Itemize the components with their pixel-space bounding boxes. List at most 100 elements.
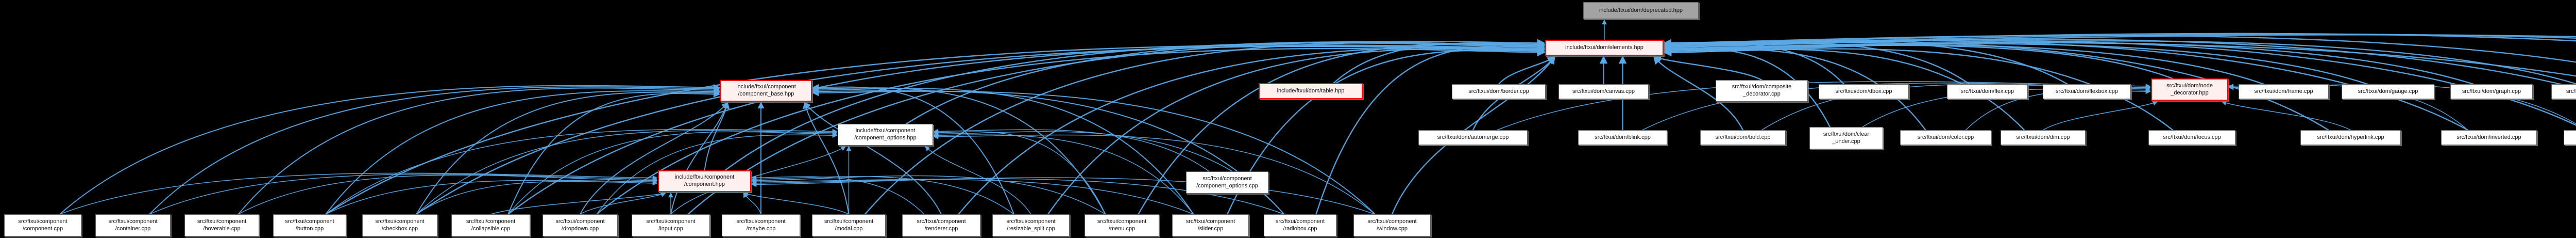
graph-node-c_component[interactable]: src/ftxui/component /component.cpp — [4, 214, 81, 236]
include-edge-c_checkbox-to-component_hpp — [416, 180, 658, 215]
graph-node-color[interactable]: src/ftxui/dom/color.cpp — [1900, 130, 1991, 145]
include-edge-c_component-to-component_base — [59, 84, 720, 215]
graph-node-c_container[interactable]: src/ftxui/component /container.cpp — [95, 214, 171, 236]
graph-node-c_checkbox[interactable]: src/ftxui/component /checkbox.cpp — [362, 214, 437, 236]
include-edge-c_checkbox-to-component_base — [416, 89, 720, 215]
include-edge-c_renderer-to-component_base — [804, 102, 942, 215]
include-edge-c_menu-to-elements — [1138, 40, 1546, 215]
graph-node-dim[interactable]: src/ftxui/dom/dim.cpp — [2001, 130, 2086, 145]
include-edge-c_radiobox-to-elements — [1315, 43, 1546, 215]
include-edge-c_collapsible-to-component_base — [507, 90, 720, 215]
include-edge-c_hoverable-to-component_base — [238, 87, 720, 215]
include-edge-c_modal-to-component_hpp — [743, 192, 850, 215]
include-edge-c_resizable_split-to-component_base — [812, 84, 1014, 215]
include-edge-linear_gradient-to-elements — [1663, 38, 2576, 89]
graph-node-clear_under[interactable]: src/ftxui/dom/clear _under.cpp — [1809, 127, 1883, 149]
include-edge-c_collapsible-to-component_hpp — [490, 191, 666, 215]
graph-node-c_maybe[interactable]: src/ftxui/component /maybe.cpp — [722, 214, 800, 236]
graph-node-composite[interactable]: src/ftxui/dom/composite _decorator.cpp — [1716, 80, 1808, 102]
include-edge-composite-to-elements — [1653, 55, 1762, 81]
graph-node-table_hpp[interactable]: include/ftxui/dom/table.hpp — [1259, 83, 1363, 99]
include-edge-c_button-to-component_base — [325, 88, 720, 215]
graph-node-blink[interactable]: src/ftxui/dom/blink.cpp — [1578, 130, 1667, 145]
graph-node-c_slider[interactable]: src/ftxui/component /slider.cpp — [1172, 214, 1249, 236]
graph-node-frame[interactable]: src/ftxui/dom/frame.cpp — [2239, 84, 2329, 99]
include-edge-c_menu-to-component_options_hpp — [933, 130, 1106, 215]
graph-node-canvas[interactable]: src/ftxui/dom/canvas.cpp — [1558, 84, 1649, 99]
include-edge-c_menu-to-component_hpp — [751, 175, 1106, 215]
include-edge-c_button-to-component_hpp — [325, 179, 658, 215]
include-edge-c_modal-to-component_base — [803, 102, 850, 215]
graph-node-c_collapsible[interactable]: src/ftxui/component /collapsible.cpp — [451, 214, 530, 236]
include-edge-c_radiobox-to-component_hpp — [751, 178, 1285, 215]
graph-node-automerge[interactable]: src/ftxui/dom/automerge.cpp — [1418, 130, 1528, 145]
include-edge-c_renderer-to-elements — [958, 44, 1546, 215]
include-edge-c_modal-to-elements — [864, 41, 1546, 215]
include-edge-c_window-to-component_options_hpp — [933, 134, 1376, 215]
include-edge-c_resizable_split-to-elements — [1047, 45, 1546, 215]
include-edge-c_button-to-component_options_hpp — [325, 129, 838, 215]
graph-node-c_button[interactable]: src/ftxui/component /button.cpp — [273, 214, 346, 236]
include-edge-c_button-to-elements — [325, 44, 1546, 215]
include-edge-c_slider-to-elements — [1227, 47, 1546, 215]
graph-node-bold[interactable]: src/ftxui/dom/bold.cpp — [1700, 130, 1786, 145]
include-edge-c_collapsible-to-component_options_hpp — [507, 131, 838, 215]
graph-node-italic[interactable]: src/ftxui/dom/italic.cpp — [2564, 130, 2576, 145]
include-edge-c_radiobox-to-component_base — [812, 88, 1285, 215]
graph-node-c_radiobox[interactable]: src/ftxui/component /radiobox.cpp — [1264, 214, 1336, 236]
graph-node-gauge[interactable]: src/ftxui/dom/gauge.cpp — [2342, 84, 2434, 99]
graph-node-border[interactable]: src/ftxui/dom/border.cpp — [1452, 84, 1546, 99]
graph-node-deprecated[interactable]: include/ftxui/dom/deprecated.hpp — [1583, 2, 1699, 19]
graph-node-c_window[interactable]: src/ftxui/component /window.cpp — [1353, 214, 1431, 236]
graph-node-graph_cpp[interactable]: src/ftxui/dom/graph.cpp — [2450, 84, 2533, 99]
graph-node-gridbox[interactable]: src/ftxui/dom/gridbox.cpp — [2551, 84, 2576, 99]
include-edge-c_window-to-component_base — [812, 89, 1376, 215]
include-edge-scroll_indicator-to-elements — [1663, 42, 2576, 77]
graph-node-inverted[interactable]: src/ftxui/dom/inverted.cpp — [2441, 130, 2537, 145]
include-edge-c_checkbox-to-component_options_hpp — [416, 130, 838, 215]
include-edge-component_hpp-to-component_base — [704, 102, 730, 171]
graph-node-flex[interactable]: src/ftxui/dom/flex.cpp — [1947, 84, 2028, 99]
include-edge-c_hoverable-to-component_hpp — [238, 174, 658, 215]
graph-node-component_options_cpp[interactable]: src/ftxui/component /component_options.c… — [1186, 171, 1268, 194]
include-edge-c_window-to-elements — [1391, 56, 1555, 215]
include-edge-component_options_cpp-to-component_options_hpp — [933, 129, 1210, 172]
include-edge-c_menu-to-component_base — [812, 85, 1106, 215]
graph-node-c_input[interactable]: src/ftxui/component /input.cpp — [632, 214, 710, 236]
include-edge-c_input-to-component_base — [670, 102, 729, 215]
graph-node-component_base[interactable]: include/ftxui/component /component_base.… — [720, 80, 812, 102]
include-edge-c_dropdown-to-component_options_hpp — [596, 133, 838, 215]
include-edge-c_dropdown-to-elements — [596, 47, 1546, 215]
include-edge-c_slider-to-component_options_hpp — [933, 133, 1194, 215]
graph-node-c_renderer[interactable]: src/ftxui/component /renderer.cpp — [902, 214, 980, 236]
graph-node-node_decorator[interactable]: src/ftxui/dom/node _decorator.hpp — [2151, 78, 2228, 101]
graph-node-c_resizable_split[interactable]: src/ftxui/component /resizable_split.cpp — [992, 214, 1070, 236]
graph-node-dbox[interactable]: src/ftxui/dom/dbox.cpp — [1819, 84, 1909, 99]
graph-node-elements[interactable]: include/ftxui/dom/elements.hpp — [1545, 40, 1664, 56]
include-edge-c_slider-to-component_base — [812, 87, 1194, 215]
include-edge-c_input-to-component_options_hpp — [670, 146, 846, 215]
graph-node-flexbox[interactable]: src/ftxui/dom/flexbox.cpp — [2043, 84, 2131, 99]
include-edge-c_resizable_split-to-component_options_hpp — [925, 146, 1031, 215]
graph-node-focus[interactable]: src/ftxui/dom/focus.cpp — [2148, 130, 2235, 145]
include-edge-dim-to-node_decorator — [2042, 101, 2158, 131]
include-edge-c_input-to-elements — [687, 39, 1546, 215]
include-edge-c_resizable_split-to-component_hpp — [751, 176, 1014, 215]
include-edge-c_container-to-component_base — [149, 85, 720, 215]
include-edge-c_window-to-component_hpp — [751, 177, 1376, 215]
graph-node-hyperlink[interactable]: src/ftxui/dom/hyperlink.cpp — [2300, 130, 2401, 145]
graph-node-c_hoverable[interactable]: src/ftxui/component /hoverable.cpp — [184, 214, 259, 236]
graph-node-component_hpp[interactable]: include/ftxui/component /component.hpp — [658, 170, 751, 192]
include-edge-c_slider-to-component_hpp — [751, 179, 1194, 215]
include-edge-c_renderer-to-component_hpp — [751, 175, 925, 215]
graph-node-c_dropdown[interactable]: src/ftxui/component /dropdown.cpp — [543, 214, 618, 236]
include-edge-c_dropdown-to-component_base — [580, 102, 728, 215]
graph-node-c_modal[interactable]: src/ftxui/component /modal.cpp — [812, 214, 886, 236]
graph-node-component_options_hpp[interactable]: include/ftxui/component /component_optio… — [838, 124, 933, 146]
graph-node-c_menu[interactable]: src/ftxui/component /menu.cpp — [1084, 214, 1159, 236]
include-edge-c_component-to-component_hpp — [59, 172, 658, 215]
include-edge-c_dropdown-to-component_hpp — [580, 192, 666, 215]
include-edge-node_decorator-to-elements — [1663, 44, 2174, 80]
